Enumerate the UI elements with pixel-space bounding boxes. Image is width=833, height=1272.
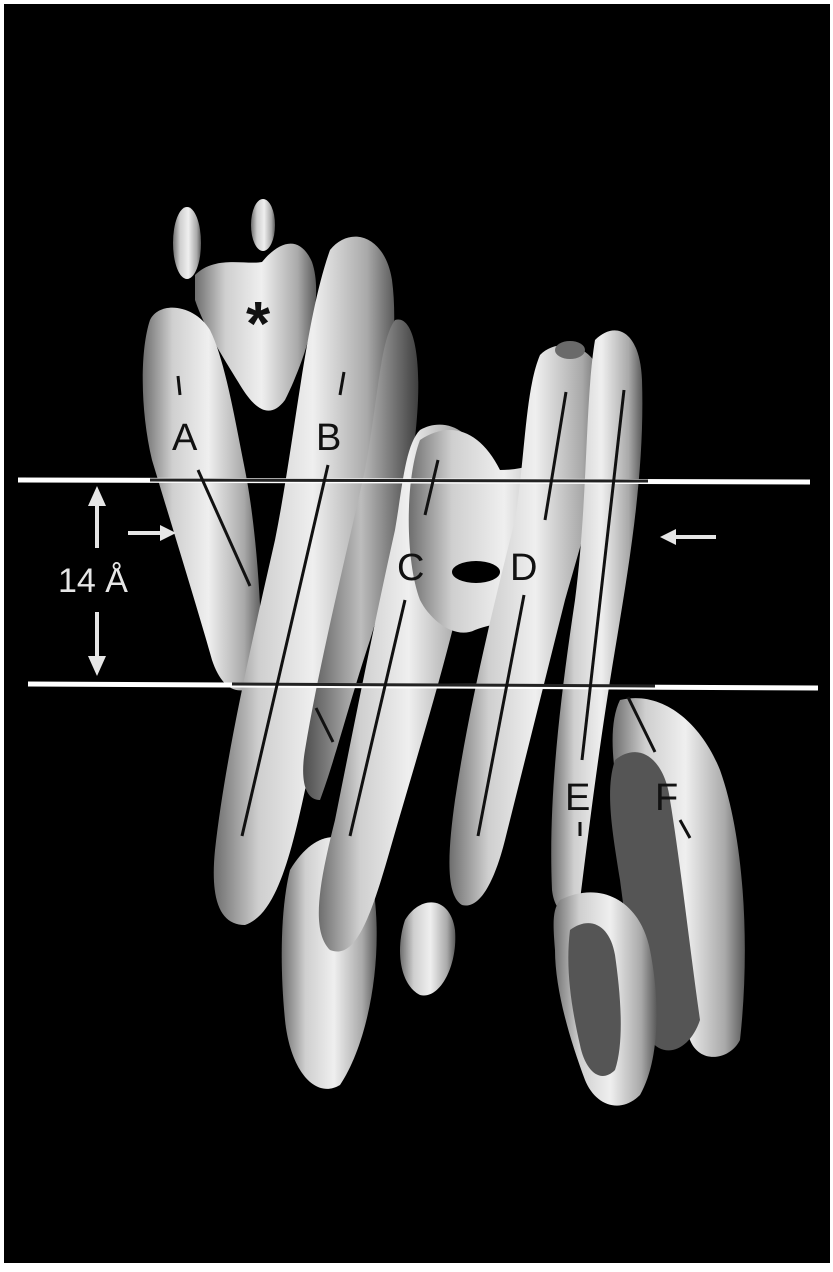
- helix-label-b: B: [316, 417, 341, 459]
- helix-label-c: C: [397, 547, 424, 589]
- helix-label-a: A: [172, 417, 198, 459]
- scale-label: 14 Å: [58, 562, 128, 600]
- helix-label-d: D: [510, 547, 537, 589]
- asterisk-marker: *: [246, 290, 271, 359]
- density-blob-top-right: [251, 199, 275, 251]
- axis-a-tick: [178, 376, 180, 395]
- helix-label-f: F: [655, 777, 678, 819]
- density-blob-top-left: [173, 207, 201, 279]
- helix-label-e: E: [565, 777, 590, 819]
- density-hole: [452, 561, 500, 583]
- density-tip-cap: [555, 341, 585, 359]
- membrane-line-top-over-density: [150, 480, 648, 481]
